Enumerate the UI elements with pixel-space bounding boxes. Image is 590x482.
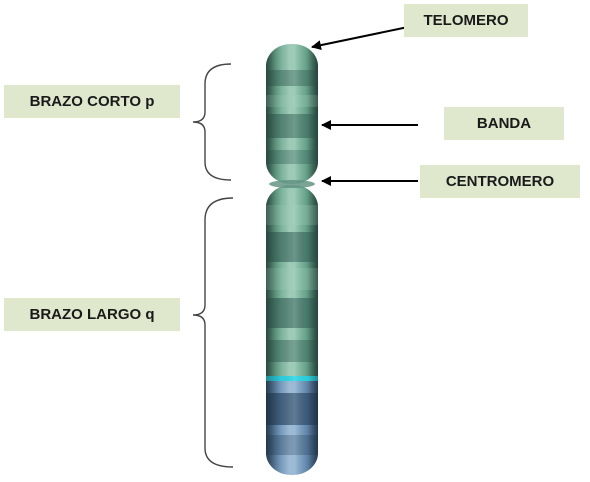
short-arm-p bbox=[266, 44, 318, 184]
label-centromero: CENTROMERO bbox=[420, 165, 580, 198]
label-brazo-corto: BRAZO CORTO p bbox=[4, 85, 180, 118]
bracket-short-arm bbox=[193, 64, 231, 180]
label-brazo-largo: BRAZO LARGO q bbox=[4, 298, 180, 331]
label-telomero: TELOMERO bbox=[404, 4, 528, 37]
long-arm-q bbox=[266, 185, 318, 475]
arrow-left-icon bbox=[312, 27, 408, 47]
bracket-long-arm bbox=[193, 198, 233, 467]
centromere-constriction bbox=[269, 180, 315, 188]
label-banda: BANDA bbox=[444, 107, 564, 140]
